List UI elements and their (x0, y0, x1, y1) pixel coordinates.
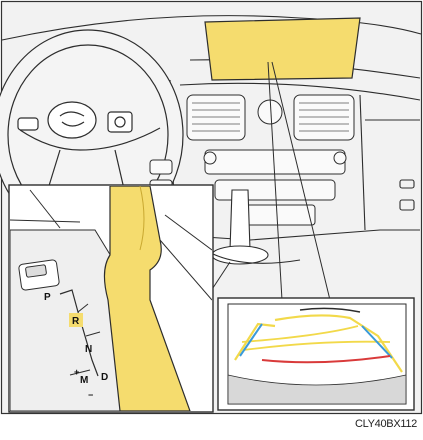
gear-d-label: D (101, 372, 108, 383)
gear-p-label: P (44, 292, 51, 303)
gear-minus-label: − (88, 390, 93, 400)
gear-m-label: M (80, 375, 88, 386)
gear-plus-label: + (74, 367, 79, 377)
gear-n-label: N (85, 344, 92, 355)
shifter-inset: P R N D M + − (9, 185, 213, 412)
multimedia-display (205, 18, 360, 80)
gear-r-label: R (72, 316, 80, 327)
figure-code: CLY40BX112 (355, 418, 417, 430)
rear-view-inset (218, 298, 414, 410)
